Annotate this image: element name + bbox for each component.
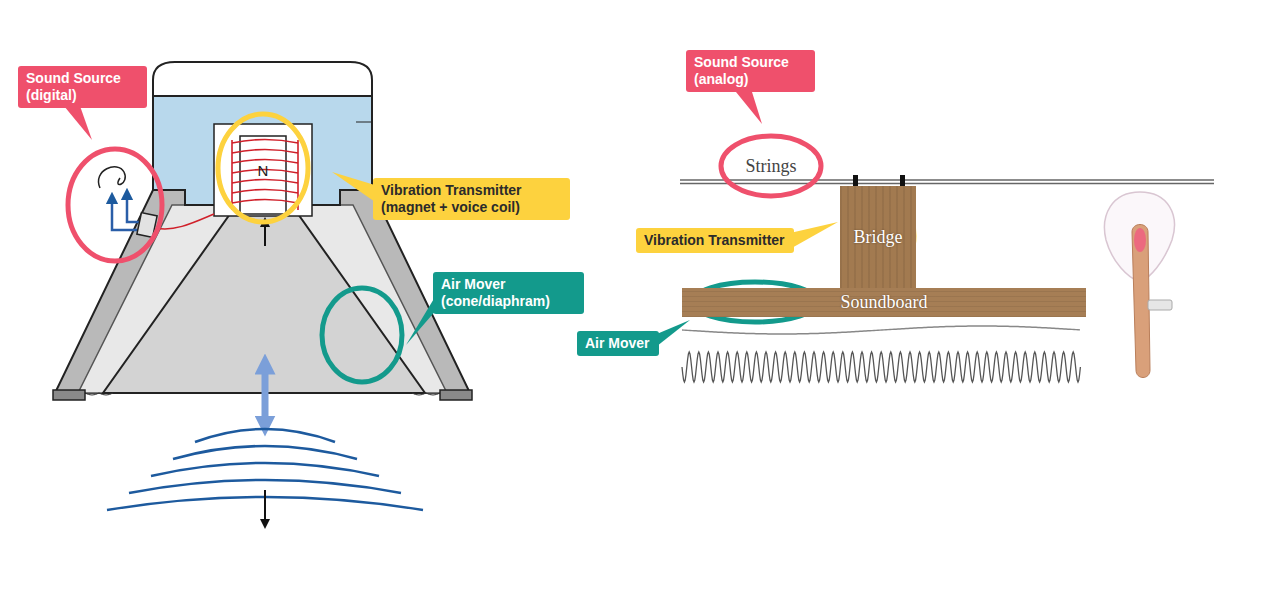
- part-label: Soundboard: [841, 292, 928, 313]
- callout-label: Vibration Transmitter: [644, 232, 786, 249]
- callout-pointer: [332, 172, 378, 204]
- part-label: Bridge: [854, 227, 903, 248]
- sound-wave-arc: [195, 429, 335, 442]
- callout-pointer: [790, 222, 838, 249]
- fingertip-highlight: [1134, 228, 1146, 252]
- callout-box: Vibration Transmitter (magnet + voice co…: [373, 178, 570, 220]
- speaker-illustration: [53, 62, 472, 524]
- part-label: Strings: [743, 156, 798, 177]
- string: [680, 179, 1214, 181]
- callout-box: Air Mover: [577, 331, 659, 356]
- finger: [1132, 225, 1150, 378]
- callout-label: Vibration Transmitter (magnet + voice co…: [381, 182, 562, 216]
- string: [680, 183, 1214, 185]
- coil-winding: [232, 150, 298, 154]
- coil-winding: [232, 180, 298, 184]
- soundboard-wave: [682, 326, 1080, 334]
- coil-wire: [156, 214, 214, 229]
- vibration-arrow: [262, 364, 269, 426]
- coil-winding: [232, 200, 298, 204]
- callout-box: Sound Source (digital): [18, 66, 147, 108]
- callout-box: Sound Source (analog): [686, 50, 815, 92]
- bridge: Bridge: [840, 186, 916, 288]
- highlight-ring: [218, 114, 308, 222]
- callout-box: Vibration Transmitter: [636, 228, 794, 253]
- callout-pointer: [64, 106, 92, 140]
- coil-winding: [231, 140, 233, 210]
- signal-wire: [98, 167, 125, 188]
- callout-box: Air Mover (cone/diaphram): [433, 272, 584, 314]
- sound-direction-arrow: [264, 490, 266, 524]
- sound-wave: [682, 352, 1080, 382]
- string-peg: [853, 175, 858, 186]
- housing-line: [356, 122, 372, 123]
- string-peg: [900, 175, 905, 186]
- highlight-ring: [721, 136, 821, 196]
- speaker-foot: [53, 390, 85, 400]
- pick-holder: [1148, 300, 1172, 310]
- string-illustration: [680, 175, 1214, 382]
- voice-coil: [232, 140, 298, 211]
- coil-winding: [232, 140, 298, 144]
- sound-wave-arc: [151, 463, 379, 476]
- speaker-foot: [440, 390, 472, 400]
- callout-label: Sound Source (digital): [26, 70, 139, 104]
- magnet-pole: N: [258, 162, 269, 179]
- callout-label: Air Mover: [585, 335, 651, 352]
- soundboard: Soundboard: [682, 288, 1086, 317]
- callout-label: Air Mover (cone/diaphram): [441, 276, 576, 310]
- highlight-ring: [68, 149, 162, 261]
- speaker-cap: [153, 62, 372, 96]
- magnet: [240, 136, 286, 214]
- sound-wave-arc: [173, 446, 357, 459]
- callout-pointer: [736, 92, 762, 124]
- motion-line: [264, 226, 266, 246]
- motion-arrow: [264, 222, 266, 246]
- callout-label: Sound Source (analog): [694, 54, 807, 88]
- highlight-ring: [322, 288, 402, 382]
- coil-winding: [232, 190, 298, 194]
